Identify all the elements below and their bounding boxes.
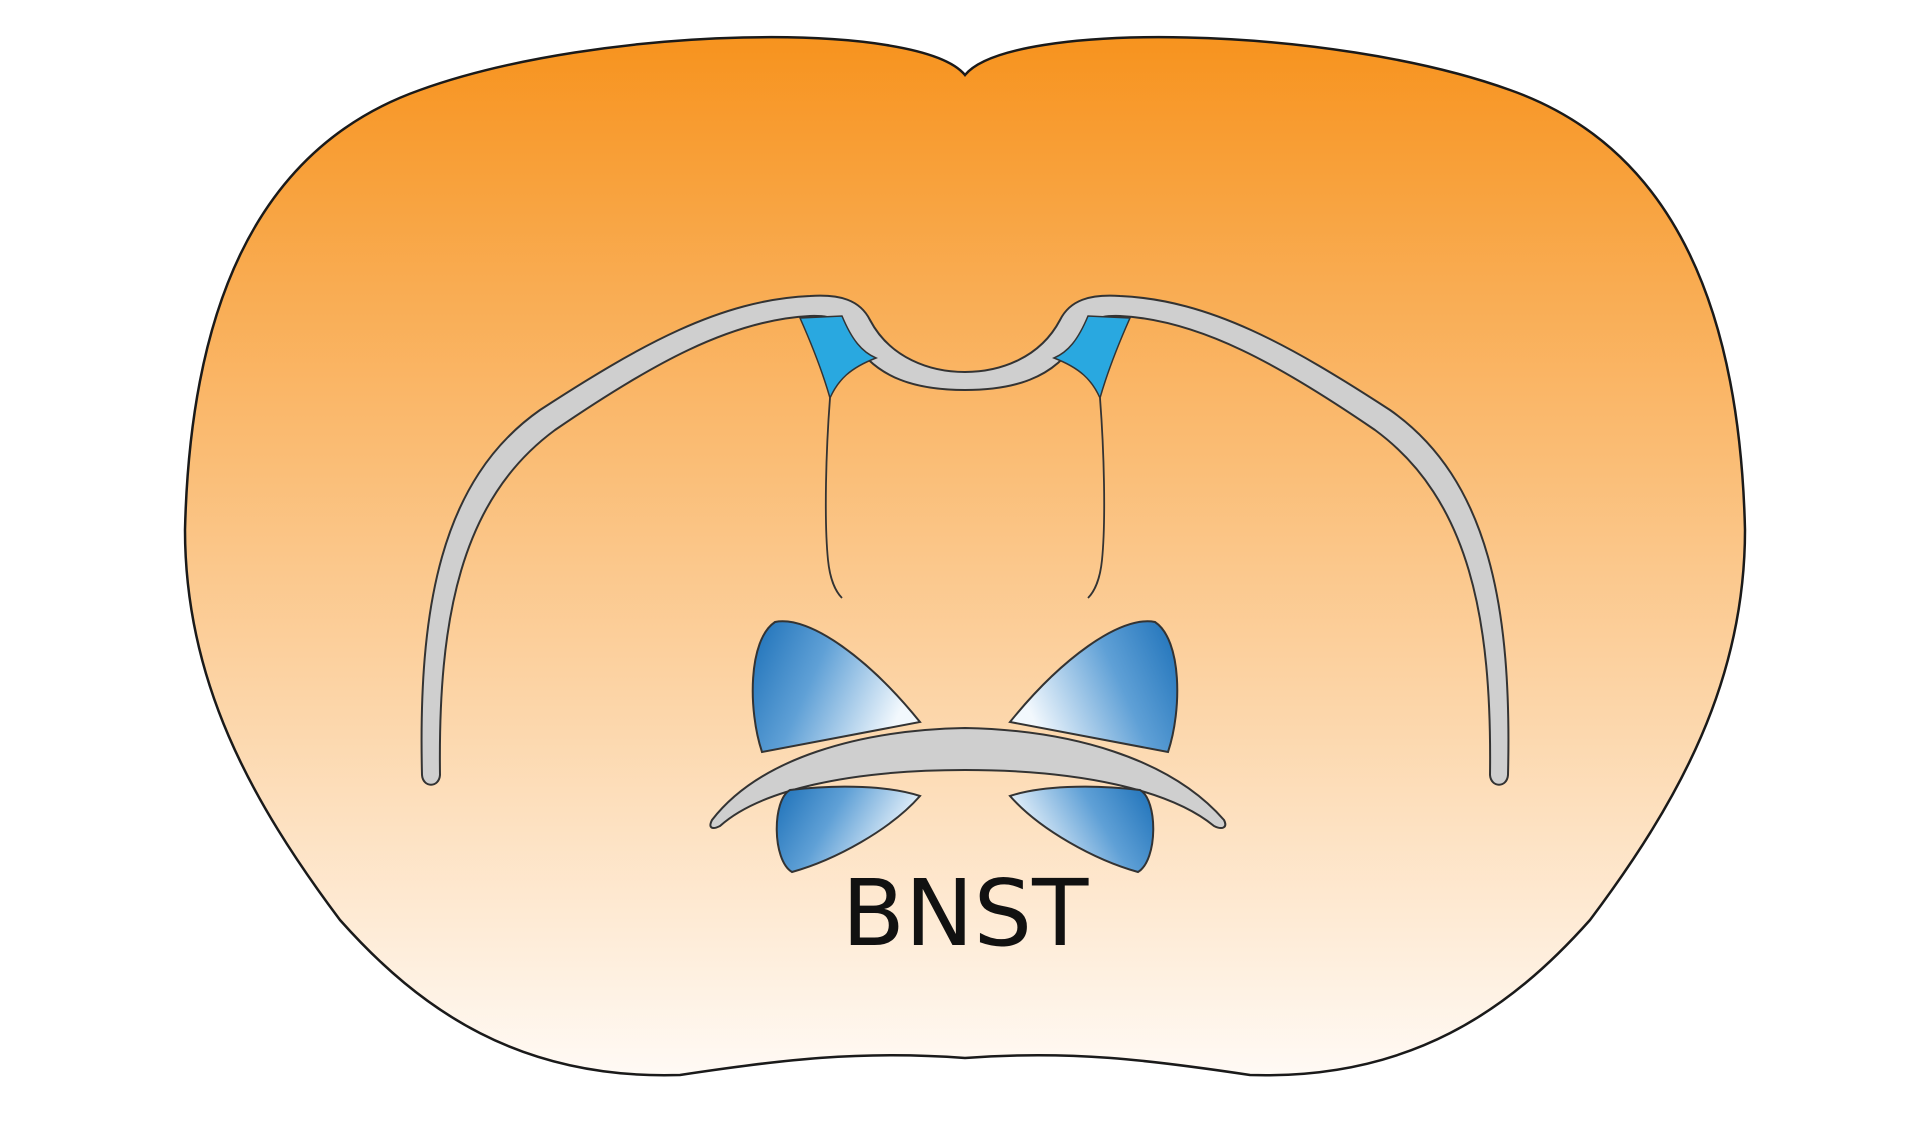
corpus-callosum-arch	[420, 294, 1510, 786]
left-septum-line	[824, 397, 843, 599]
bnst-upper-right	[1008, 620, 1179, 754]
right-ventricle	[1052, 315, 1132, 401]
bnst-lower-right	[1008, 785, 1155, 874]
bnst-label: BNST	[842, 860, 1089, 967]
bnst-upper-left	[751, 620, 922, 754]
anterior-commissure	[709, 726, 1227, 829]
left-ventricle	[798, 315, 878, 401]
brain-outline	[183, 35, 1747, 1077]
right-septum-line	[1087, 397, 1106, 599]
bnst-lower-left	[775, 785, 922, 874]
